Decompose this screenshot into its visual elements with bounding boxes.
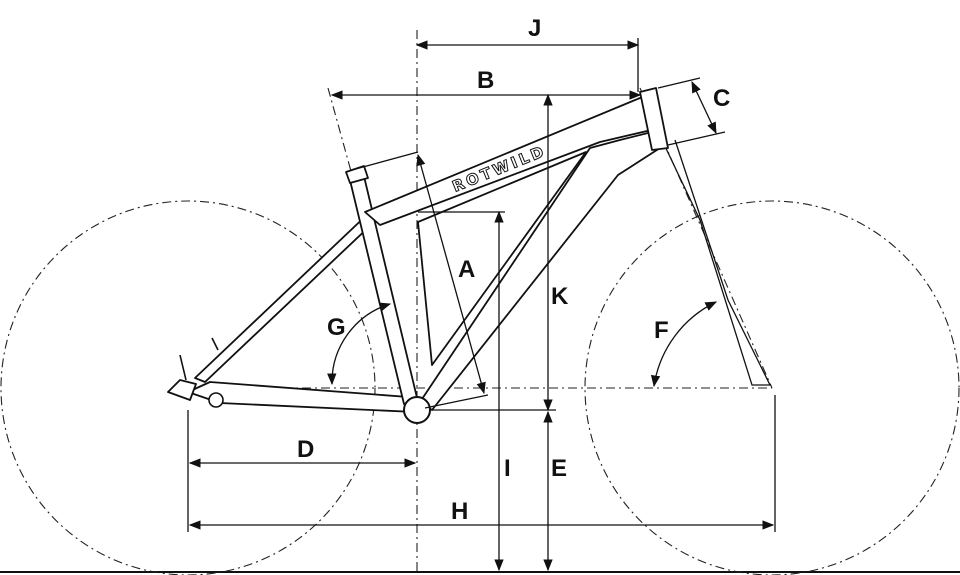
front-wheel [584,200,960,575]
dim-G-arc [327,302,392,386]
label-D: D [297,436,314,463]
dim-A-line [416,153,486,395]
fork [661,139,772,386]
bottom-bracket [403,396,431,424]
label-J: J [528,15,541,42]
label-C: C [713,85,730,112]
label-H: H [451,498,468,525]
label-F: F [654,317,669,344]
label-A: A [458,256,475,283]
dim-C-line [691,80,717,135]
bike-frame [167,87,669,413]
label-E: E [551,455,567,482]
label-K: K [551,283,569,310]
steering-axis [639,87,773,389]
label-B: B [477,67,494,94]
rear-wheel [0,200,376,575]
dim-F-arc [650,301,718,388]
label-I: I [504,455,511,482]
label-G: G [327,314,346,341]
